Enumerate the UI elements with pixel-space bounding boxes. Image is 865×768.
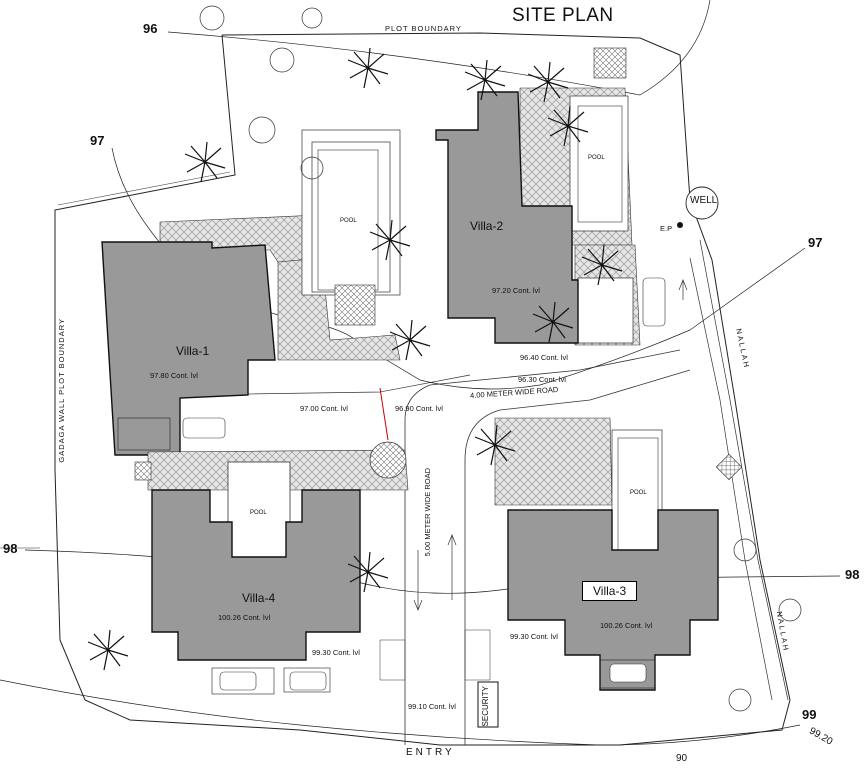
contour-96 (167, 0, 711, 96)
contour-97-right (369, 247, 806, 390)
contour-label-96: 96 (143, 21, 158, 36)
level-99-30-right: 99.30 Cont. lvl (510, 632, 558, 641)
contour-label-90: 90 (676, 753, 688, 764)
pool-label-villa-1: POOL (340, 218, 357, 224)
left-wall-label: GADAGA WALL PLOT BOUNDARY (57, 318, 66, 463)
level-99-30-left: 99.30 Cont. lvl (312, 648, 360, 657)
road-5m-label: 5.00 METER WIDE ROAD (423, 468, 432, 557)
villa-2-name: Villa-2 (470, 219, 504, 233)
contour-label-97-right: 97 (808, 235, 823, 250)
villa-1-level: 97.80 Cont. lvl (150, 371, 198, 380)
security-label: SECURITY (481, 686, 490, 727)
plot-boundary-label: PLOT BOUNDARY (385, 24, 462, 33)
well-label: WELL (690, 195, 718, 206)
pool-label-villa-3: POOL (630, 490, 647, 496)
villa-2-footprint (435, 91, 579, 344)
contour-label-98-left: 98 (3, 541, 18, 556)
entry-label: ENTRY (406, 747, 455, 758)
level-96-40: 96.40 Cont. lvl (520, 353, 568, 362)
contour-label-98-right: 98 (845, 567, 860, 582)
level-96-90: 96.90 Cont. lvl (395, 404, 443, 413)
contour-99 (0, 679, 801, 746)
pool-label-villa-4: POOL (250, 510, 267, 516)
contour-label-97-left: 97 (90, 133, 105, 148)
villa-1-name: Villa-1 (176, 344, 210, 358)
villa-2-level: 97.20 Cont. lvl (492, 286, 540, 295)
level-99-10: 99.10 Cont. lvl (408, 702, 456, 711)
page-title: SITE PLAN (512, 5, 614, 26)
level-96-30: 96.30 Cont. lvl (518, 375, 566, 384)
villa-4-footprint (151, 489, 361, 661)
plot-boundary (54, 32, 791, 746)
pool-label-villa-2: POOL (588, 155, 605, 161)
villa-4-level: 100.26 Cont. lvl (218, 613, 271, 622)
contour-label-99: 99 (802, 707, 817, 722)
villa-3-name: Villa-3 (582, 581, 638, 601)
level-97-00: 97.00 Cont. lvl (300, 404, 348, 413)
villa-3-level: 100.26 Cont. lvl (600, 621, 653, 630)
villa-4-name: Villa-4 (242, 591, 276, 605)
ep-label: E.P (660, 224, 673, 233)
